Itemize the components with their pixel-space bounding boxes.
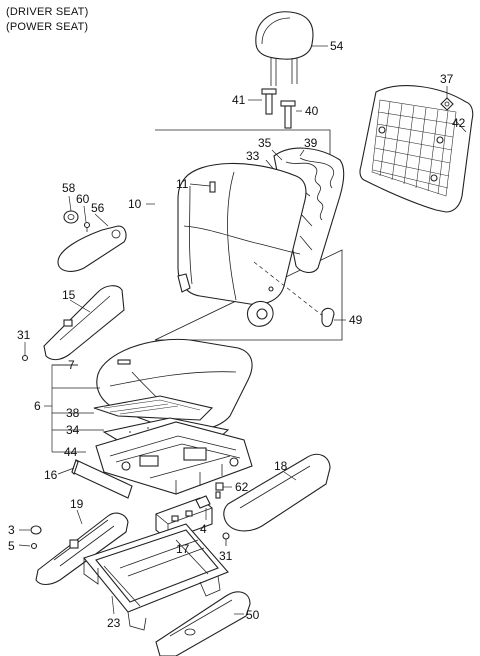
seat-pad-38 xyxy=(93,395,214,421)
callout-33: 33 xyxy=(246,149,260,163)
callout-5: 5 xyxy=(8,539,15,553)
callout-6: 6 xyxy=(34,399,41,413)
lever-49 xyxy=(321,307,335,328)
callout-4: 4 xyxy=(200,522,207,536)
clip-37 xyxy=(440,97,454,111)
bolt-60 xyxy=(83,221,91,232)
callout-62: 62 xyxy=(235,480,249,494)
callout-16: 16 xyxy=(44,468,58,482)
headrest xyxy=(255,11,314,86)
recliner-mechanism xyxy=(246,300,274,327)
callout-23: 23 xyxy=(107,616,121,630)
headrest-guide-41 xyxy=(261,88,277,115)
callout-31-top: 31 xyxy=(17,328,31,342)
callout-38: 38 xyxy=(66,406,80,420)
inner-shield-19 xyxy=(35,512,129,586)
callout-11: 11 xyxy=(176,177,189,191)
headrest-guide-40 xyxy=(280,100,296,129)
callout-3: 3 xyxy=(8,523,15,537)
title-driver-seat: (DRIVER SEAT) xyxy=(6,6,89,18)
callout-60: 60 xyxy=(76,192,90,206)
cap-3 xyxy=(30,525,42,535)
callout-35: 35 xyxy=(258,136,272,150)
callout-34: 34 xyxy=(66,423,80,437)
callout-41: 41 xyxy=(232,93,246,107)
callout-19: 19 xyxy=(70,497,84,511)
callout-37: 37 xyxy=(440,72,454,86)
callout-18: 18 xyxy=(274,459,288,473)
screw-31-top xyxy=(21,354,29,362)
callout-39: 39 xyxy=(304,136,318,150)
callout-58: 58 xyxy=(62,181,76,195)
callout-labels: 54 41 40 37 42 35 39 33 11 10 58 60 56 1… xyxy=(8,39,466,630)
seat-track-23 xyxy=(83,523,229,631)
callout-49: 49 xyxy=(349,313,363,327)
callout-44: 44 xyxy=(64,445,78,459)
bolt-62 xyxy=(215,482,224,499)
side-shield-15 xyxy=(43,285,125,361)
callout-42: 42 xyxy=(452,116,466,130)
callout-56: 56 xyxy=(91,201,105,215)
callout-40: 40 xyxy=(305,104,319,118)
callout-31-bottom: 31 xyxy=(219,549,233,563)
armrest-56 xyxy=(57,225,127,272)
callout-50: 50 xyxy=(246,608,260,622)
title-power-seat: (POWER SEAT) xyxy=(6,21,89,33)
callout-15: 15 xyxy=(62,288,76,302)
track-cover-50 xyxy=(155,591,251,656)
seatback-frame xyxy=(359,85,474,213)
callout-7: 7 xyxy=(68,358,75,372)
callout-10: 10 xyxy=(128,197,142,211)
power-seat-frame-44 xyxy=(95,421,253,495)
callout-54: 54 xyxy=(330,39,344,53)
screw-5 xyxy=(30,542,38,550)
outer-cover-18 xyxy=(223,453,331,532)
bracket-4 xyxy=(195,495,211,509)
armrest-cap-58 xyxy=(63,210,79,224)
seatback-cover xyxy=(177,162,307,305)
callout-17: 17 xyxy=(176,542,190,556)
screw-31-bottom xyxy=(222,532,230,546)
seatback-bracket-left xyxy=(177,273,191,293)
